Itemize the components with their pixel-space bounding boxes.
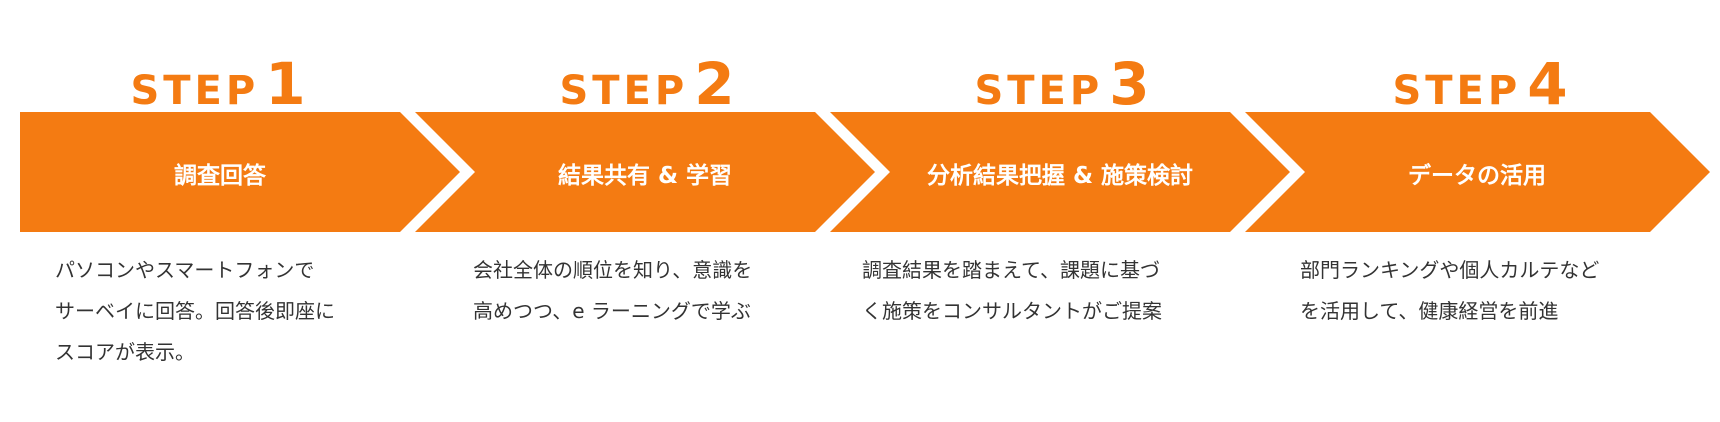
step-number: 2 [694, 50, 735, 118]
step-1-arrow [20, 112, 460, 232]
step-1-heading: STEP 1 [68, 50, 368, 118]
description-line: 会社全体の順位を知り、意識を [473, 258, 753, 282]
description-line: を活用して、健康経営を前進 [1300, 299, 1559, 323]
step-word: STEP [1392, 68, 1522, 114]
description-line: 部門ランキングや個人カルテなど [1300, 258, 1600, 282]
step-3-description: 調査結果を踏まえて、課題に基づ く施策をコンサルタントがご提案 [862, 250, 1232, 332]
description-line: パソコンやスマートフォンで [55, 258, 315, 282]
step-4-arrow [1245, 112, 1710, 232]
description-line: スコアが表示。 [55, 340, 195, 364]
description-line: サーベイに回答。回答後即座に [55, 299, 335, 323]
step-word: STEP [974, 68, 1104, 114]
description-line: 高めつつ、e ラーニングで学ぶ [473, 299, 751, 323]
step-4-description: 部門ランキングや個人カルテなど を活用して、健康経営を前進 [1300, 250, 1670, 332]
step-number: 3 [1109, 50, 1150, 118]
description-line: く施策をコンサルタントがご提案 [862, 299, 1162, 323]
step-4-heading: STEP 4 [1330, 50, 1630, 118]
step-1-description: パソコンやスマートフォンで サーベイに回答。回答後即座に スコアが表示。 [55, 250, 425, 373]
step-word: STEP [559, 68, 689, 114]
step-3-label: 分析結果把握 & 施策検討 [926, 163, 1194, 189]
step-1-label: 調査回答 [174, 163, 266, 189]
step-number: 1 [265, 50, 306, 118]
step-word: STEP [130, 68, 260, 114]
step-2-arrow [415, 112, 875, 232]
step-2-description: 会社全体の順位を知り、意識を 高めつつ、e ラーニングで学ぶ [473, 250, 843, 332]
step-number: 4 [1527, 50, 1568, 118]
description-line: 調査結果を踏まえて、課題に基づ [862, 258, 1160, 282]
step-3-arrow [830, 112, 1290, 232]
step-4-label: データの活用 [1408, 163, 1546, 189]
step-2-heading: STEP 2 [497, 50, 797, 118]
step-2-label: 結果共有 & 学習 [557, 163, 733, 189]
step-3-heading: STEP 3 [912, 50, 1212, 118]
